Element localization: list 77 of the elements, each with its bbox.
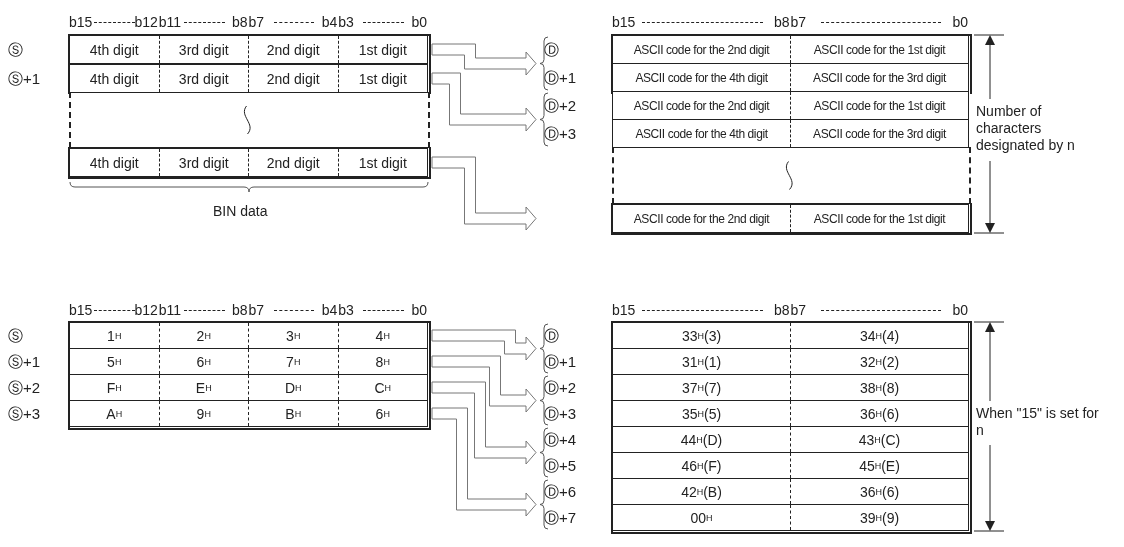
table-cell-text: 4th digit [88, 153, 140, 173]
hollow-arrow [431, 381, 537, 465]
register-label: Ⓓ+3 [544, 124, 577, 143]
note-text: Number of characters designated by n [976, 103, 1076, 154]
table-cell: 1st digit [337, 36, 427, 63]
table-row [69, 64, 428, 93]
table-cell: 2nd digit [248, 36, 338, 63]
table-row [612, 504, 969, 531]
bit-label: b7 [248, 14, 265, 30]
register-label: Ⓓ+3 [544, 404, 577, 423]
bit-label: b7 [248, 302, 265, 318]
hollow-arrow [431, 329, 537, 361]
register-label: Ⓓ+5 [544, 456, 577, 475]
register-label: Ⓓ [544, 326, 559, 345]
bit-label: b4 [321, 302, 338, 318]
bit-label: b0 [411, 14, 427, 30]
table-cell-text: ASCII code for the 4th digit [634, 125, 769, 143]
table-cell: 3rd digit [158, 36, 248, 63]
table-row [612, 91, 969, 120]
table-cell-text: ASCII code for the 2nd digit [632, 210, 771, 228]
table-row [69, 35, 428, 64]
bit-label: b4 [321, 14, 338, 30]
bit-label: b8 [231, 14, 248, 30]
bit-label: b12 [134, 14, 158, 30]
bit-label: b7 [790, 14, 807, 30]
hollow-arrow [431, 355, 537, 413]
register-label: Ⓓ+1 [544, 352, 577, 371]
bit-label: b0 [952, 14, 968, 30]
bit-label: b7 [790, 302, 807, 318]
table-cell-text: 4th digit [88, 69, 140, 89]
register-label: Ⓓ+1 [544, 68, 577, 87]
register-label: Ⓓ+4 [544, 430, 577, 449]
register-label: Ⓓ+2 [544, 96, 577, 115]
register-label: Ⓢ+1 [8, 69, 41, 88]
bit-label: b8 [231, 302, 248, 318]
bit-label: b12 [134, 302, 158, 318]
bit-label: b15 [69, 302, 93, 318]
table-row [69, 400, 428, 427]
hollow-arrow [431, 156, 537, 231]
register-label: Ⓓ+2 [544, 378, 577, 397]
register-label: Ⓓ+6 [544, 482, 577, 501]
bit-label: b11 [158, 14, 182, 30]
table-cell: 2nd digit [248, 149, 338, 176]
table-cell-text: 4th digit [88, 40, 140, 60]
table-cell-text: ASCII code for the 4th digit [634, 69, 769, 87]
register-label: Ⓢ+1 [8, 352, 41, 371]
register-label: Ⓓ [544, 40, 559, 59]
table-cell: 1st digit [337, 149, 427, 176]
bit-label: b15 [612, 14, 636, 30]
bit-label: b8 [773, 302, 790, 318]
table-row [612, 119, 969, 148]
register-label: Ⓢ+3 [8, 404, 41, 423]
table-cell: 3rd digit [158, 65, 248, 92]
register-label: Ⓢ [8, 326, 23, 345]
hollow-arrow [431, 72, 537, 132]
table-cell: 2nd digit [248, 65, 338, 92]
caption-text: BIN data [213, 203, 268, 220]
register-label: Ⓢ+2 [8, 378, 41, 397]
bit-label: b8 [773, 14, 790, 30]
bit-label: b15 [612, 302, 636, 318]
table-cell-text: ASCII code for the 2nd digit [632, 97, 771, 115]
hollow-arrow [431, 407, 537, 517]
table-cell: 1st digit [337, 65, 427, 92]
bit-label: b3 [338, 302, 354, 318]
table-cell-text: ASCII code for the 2nd digit [632, 41, 771, 59]
note-text: When "15" is set for n [976, 405, 1100, 439]
hollow-arrow [431, 43, 537, 76]
table-cell: 3rd digit [158, 149, 248, 176]
register-label: Ⓢ [8, 40, 23, 59]
bit-label: b0 [952, 302, 968, 318]
register-label: Ⓓ+7 [544, 508, 577, 527]
table-cell: ASCII code for the 3rd digit [790, 120, 968, 147]
bit-label: b0 [411, 302, 427, 318]
bit-label: b11 [158, 302, 182, 318]
bit-label: b15 [69, 14, 93, 30]
table-cell: ASCII code for the 1st digit [790, 205, 968, 232]
bit-label: b3 [338, 14, 354, 30]
